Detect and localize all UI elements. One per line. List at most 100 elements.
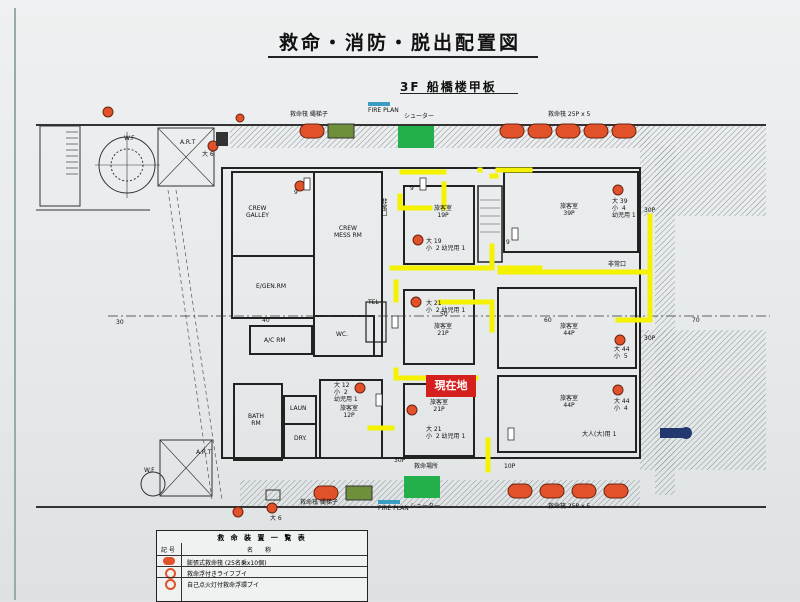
raft-icon: [163, 557, 175, 565]
deck-edge-bottom: [36, 506, 766, 508]
legend-col-name: 名 称: [247, 547, 272, 554]
art-label-bottom: A.R.T: [196, 449, 212, 456]
room-egen: [231, 255, 315, 319]
legend-row: 膨張式救命筏 (25名乗x10個): [157, 555, 367, 567]
room-label-dry: DRY.: [294, 435, 307, 442]
chute-bottom: [404, 476, 440, 498]
lifebuoy-icon: [165, 568, 176, 579]
exit-label-vertical: 非常口: [380, 198, 387, 216]
fire-plan-label-top: FIRE PLAN: [368, 107, 399, 114]
grid-60: 60: [544, 317, 552, 324]
stair-left: [39, 125, 81, 207]
legend-col-mark: 記 号: [161, 547, 175, 554]
num-9b: 9: [410, 185, 414, 192]
raft-group-bottom: [313, 483, 629, 501]
plan-title: 救命・消防・脱出配置図: [278, 32, 521, 54]
room-guest-44a: [497, 287, 637, 369]
raft-label-bottom: 救命筏 縄梯子: [300, 499, 338, 506]
legend-row-label: 自己点火灯付救命浮環ブイ: [187, 582, 260, 589]
stair-steps: [66, 131, 78, 175]
chute-label-top: シューター: [404, 113, 435, 120]
room-dry: [283, 423, 317, 459]
deck-subtitle: 3F 船橋楼甲板: [400, 80, 497, 94]
room-guest-21a: [403, 289, 475, 365]
chute-top: [398, 126, 434, 148]
fire-plan-bar-top: [368, 102, 390, 106]
legend-row-label: 救命浮付きライフブイ: [187, 571, 248, 578]
vest-count-19p: 大 19 小 2 幼児用 1: [426, 238, 466, 253]
num-9a: 9: [294, 189, 298, 196]
room-label-wc: WC.: [336, 331, 349, 338]
p30c-label: 30P: [394, 457, 406, 464]
room-label-galley: CREW GALLEY: [246, 205, 269, 219]
tel-booth: [365, 301, 387, 343]
vest-count-21b: 大 21 小 2 幼児用 1: [426, 426, 466, 441]
p30-label: 30P: [644, 207, 656, 214]
room-label-mess: CREW MESS RM: [334, 225, 362, 239]
num-9c: 9: [506, 239, 510, 246]
room-label-19p: 旅客室 19P: [434, 205, 453, 219]
vest-count-12p: 大 12 小 2 幼児用 1: [334, 382, 358, 404]
room-guest-19: [403, 185, 475, 265]
exit-label: 非常口: [608, 261, 627, 268]
room-mess: [313, 171, 383, 357]
vest-count-44a: 大 44 小 5: [614, 346, 630, 361]
grid-50: 50: [440, 311, 448, 318]
exit-marker-top: [216, 132, 228, 146]
legend-title: 救 命 装 置 一 覧 表: [217, 534, 307, 542]
raft-capacity-bottom: 救命筏 25P x 5: [548, 503, 591, 510]
room-label-44b: 旅客室 44P: [560, 395, 579, 409]
grid-70: 70: [692, 317, 700, 324]
grid-30: 30: [116, 319, 124, 326]
room-label-39p: 旅客室 39P: [560, 203, 579, 217]
muster-label: 救命場所: [414, 463, 439, 470]
raft-label-top: 救命筏 縄梯子: [290, 111, 328, 118]
p10-label: 10P: [504, 463, 516, 470]
fire-plan-bar-bottom: [378, 500, 400, 504]
current-location-marker: 現在地: [426, 375, 476, 397]
lifebuoy-light-icon: [165, 579, 176, 590]
art-box-bottom: [159, 439, 213, 497]
big6-top: 大 6: [202, 151, 214, 158]
room-label-ac: A/C RM: [264, 337, 286, 344]
room-label-12p: 旅客室 12P: [340, 405, 359, 419]
art-label-top: A.R.T: [180, 139, 196, 146]
art-box-top: [157, 127, 215, 187]
room-label-44a: 旅客室 44P: [560, 323, 579, 337]
room-label-21b: 旅客室 21P: [430, 399, 449, 413]
legend-divider: [181, 543, 182, 601]
equipment-legend: 救 命 装 置 一 覧 表 記 号 名 称 膨張式救命筏 (25名乗x10個) …: [156, 530, 368, 602]
room-label-laun: LAUN: [290, 405, 307, 412]
room-bath: [233, 383, 283, 461]
room-guest-44b: [497, 375, 637, 453]
vest-count-21a: 大 21 小 2 幼児用 1: [426, 300, 466, 315]
room-label-egen: E/GEN.RM: [256, 283, 286, 290]
legend-row-label: 膨張式救命筏 (25名乗x10個): [187, 560, 267, 567]
wf-ring: [140, 471, 166, 497]
grid-40: 40: [262, 317, 270, 324]
hose-reel: [660, 428, 690, 438]
extinguishers: [303, 177, 519, 441]
escape-routes: [367, 167, 653, 473]
legend-row: 救命浮付きライフブイ: [157, 566, 367, 579]
big6-bottom: 大 6: [270, 515, 282, 522]
legend-row: 自己点火灯付救命浮環ブイ: [157, 577, 367, 590]
raft-capacity-top: 救命筏 25P x 5: [548, 111, 591, 118]
wf-label-bottom: W.F: [144, 467, 155, 474]
room-label-bath: BATH RM: [248, 413, 264, 427]
exit-marker-bottom: [265, 489, 281, 501]
vest-count-39p: 大 39 小 4 幼児用 1: [612, 198, 636, 220]
room-guest-12: [319, 379, 383, 459]
wf-label-top: W.F: [124, 135, 135, 142]
walkway-right-side: [655, 145, 675, 495]
life-buoys: [102, 106, 626, 518]
room-ac: [249, 325, 313, 355]
p30b-label: 30P: [644, 335, 656, 342]
room-guest-39: [503, 171, 639, 253]
fire-plan-label-bottom: FIRE PLAN: [378, 505, 409, 512]
adult-child-label: 大人(大)用 1: [582, 431, 617, 438]
vest-count-44b: 大 44 小 4: [614, 398, 630, 413]
title-underline: [268, 56, 538, 58]
sheet-frame: [14, 8, 792, 600]
